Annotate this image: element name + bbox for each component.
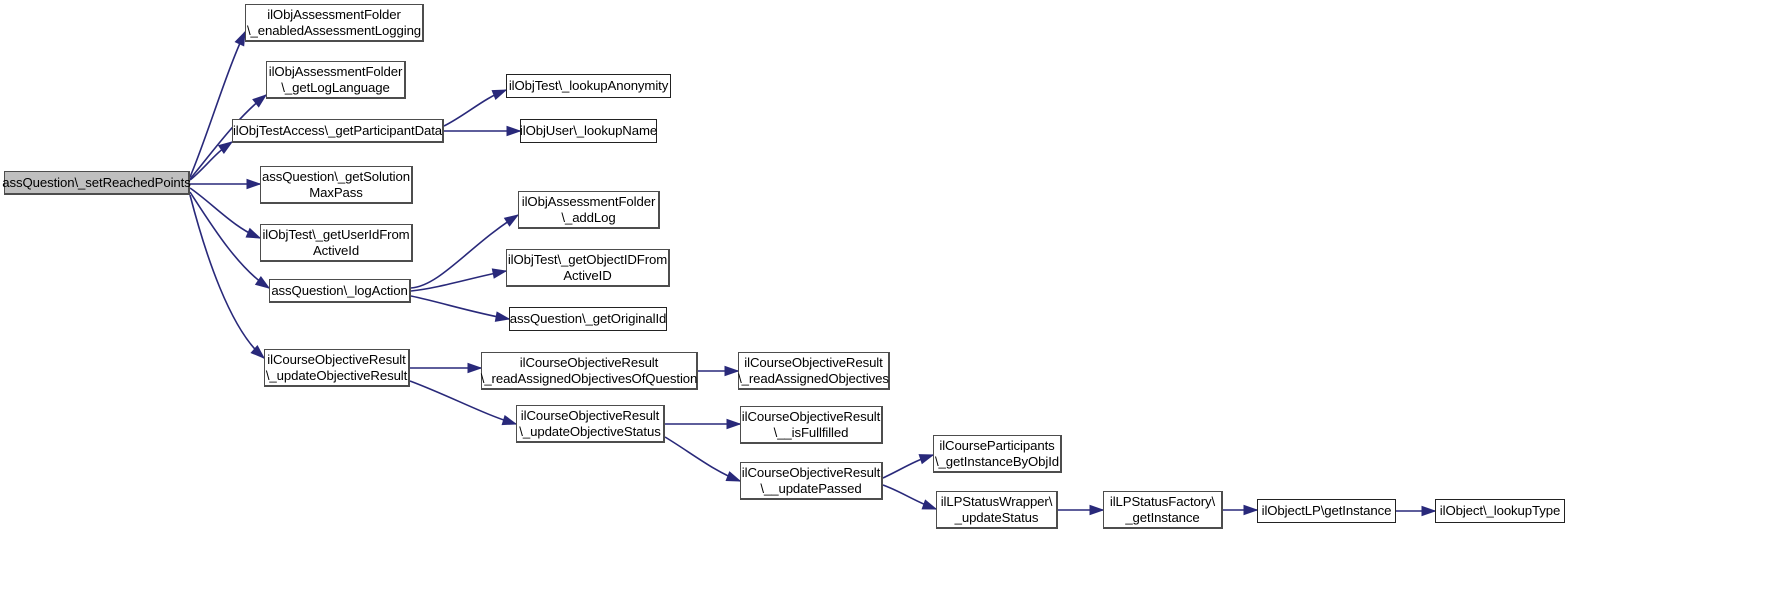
- graph-node[interactable]: ilCourseObjectiveResult \_readAssignedOb…: [738, 352, 890, 390]
- graph-node[interactable]: ilObjectLP\getInstance: [1257, 499, 1396, 523]
- graph-node[interactable]: ilObjAssessmentFolder \_getLogLanguage: [266, 61, 406, 99]
- graph-node[interactable]: ilObjTestAccess\_getParticipantData: [232, 119, 444, 143]
- graph-node[interactable]: ilObject\_lookupType: [1435, 499, 1565, 523]
- graph-edge-arrowhead: [726, 418, 742, 430]
- graph-node[interactable]: assQuestion\_getSolution MaxPass: [260, 166, 413, 204]
- graph-edge-arrowhead: [1421, 505, 1437, 517]
- graph-edge-arrowhead: [725, 471, 742, 482]
- graph-edge-arrowhead: [921, 499, 938, 510]
- graph-node[interactable]: ilCourseObjectiveResult \_readAssignedOb…: [481, 352, 698, 390]
- graph-edge-arrowhead: [217, 141, 234, 155]
- graph-node[interactable]: ilCourseObjectiveResult \__isFullfilled: [740, 406, 883, 444]
- graph-edge-arrowhead: [1243, 504, 1259, 516]
- graph-node[interactable]: ilObjAssessmentFolder \_enabledAssessmen…: [245, 4, 424, 42]
- graph-node-root[interactable]: assQuestion\_setReachedPoints: [2, 171, 191, 195]
- graph-edge: [664, 436, 741, 482]
- graph-edge-arrowhead: [491, 268, 508, 279]
- graph-node[interactable]: ilCourseObjectiveResult \_updateObjectiv…: [264, 349, 410, 387]
- graph-edge-arrowhead: [234, 30, 246, 47]
- graph-edge-arrowhead: [250, 345, 266, 360]
- graph-edge-arrowhead: [491, 89, 508, 100]
- graph-node[interactable]: ilCourseParticipants \_getInstanceByObjI…: [933, 435, 1062, 473]
- graph-edge: [189, 141, 233, 181]
- graph-node[interactable]: ilObjAssessmentFolder \_addLog: [518, 191, 660, 229]
- graph-node[interactable]: ilCourseObjectiveResult \__updatePassed: [740, 462, 883, 500]
- graph-edge-arrowhead: [246, 178, 262, 190]
- graph-edge-arrowhead: [501, 414, 518, 426]
- graph-node[interactable]: assQuestion\_logAction: [269, 279, 411, 303]
- graph-edge: [882, 484, 937, 510]
- graph-node[interactable]: ilCourseObjectiveResult \_updateObjectiv…: [516, 405, 665, 443]
- graph-edge-arrowhead: [494, 311, 511, 322]
- graph-node[interactable]: ilObjUser\_lookupName: [520, 119, 657, 143]
- graph-edge-arrowhead: [1089, 504, 1105, 516]
- graph-edge-arrowhead: [918, 454, 935, 465]
- graph-edge: [410, 295, 510, 320]
- graph-edge-arrowhead: [254, 275, 271, 289]
- graph-edge-arrowhead: [245, 227, 262, 239]
- graph-edge: [189, 191, 270, 289]
- graph-node[interactable]: ilObjTest\_getObjectIDFrom ActiveID: [506, 249, 670, 287]
- graph-node[interactable]: assQuestion\_getOriginalId: [509, 307, 667, 331]
- graph-edge: [189, 194, 265, 359]
- graph-edge: [410, 214, 519, 289]
- graph-edge-arrowhead: [503, 214, 520, 227]
- graph-node[interactable]: ilLPStatusFactory\ _getInstance: [1103, 491, 1223, 529]
- graph-edge: [410, 270, 507, 292]
- graph-edge-arrowhead: [467, 362, 483, 374]
- graph-edge: [882, 454, 934, 479]
- graph-edge-arrowhead: [252, 94, 268, 108]
- graph-node[interactable]: ilLPStatusWrapper\ _updateStatus: [936, 491, 1058, 529]
- graph-edge-arrowhead: [506, 125, 522, 137]
- graph-edge: [443, 89, 507, 127]
- graph-edge: [189, 31, 246, 178]
- graph-edge-arrowhead: [724, 365, 740, 377]
- graph-node[interactable]: ilObjTest\_getUserIdFrom ActiveId: [260, 224, 413, 262]
- graph-edge: [189, 187, 261, 239]
- graph-node[interactable]: ilObjTest\_lookupAnonymity: [506, 74, 671, 98]
